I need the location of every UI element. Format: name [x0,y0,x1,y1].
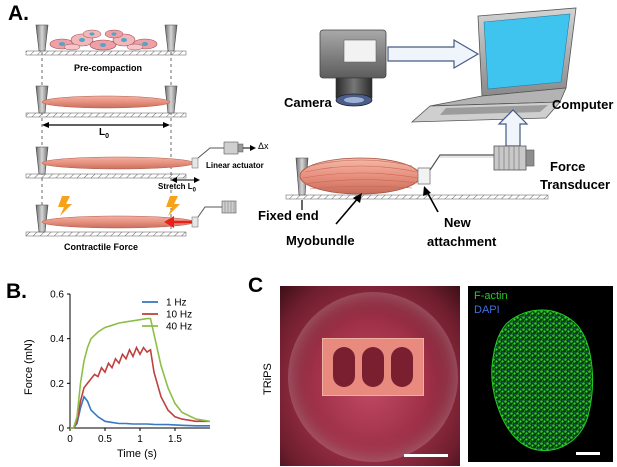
scale-bar-stain [576,452,600,455]
step-pre-compaction [25,24,187,56]
chart-axes: 0 0.5 1 1.5 0 0.2 0.4 0.6 [50,290,210,445]
trips-window-2 [362,347,384,387]
x-tick-label: 0.5 [98,434,112,445]
label-myobundle: Myobundle [286,233,355,248]
lightning-icon-right [166,196,180,216]
label-dapi: DAPI [474,304,500,316]
label-linear-actuator: Linear actuator [206,161,264,170]
attachment-pointer-arrow [423,186,439,213]
panel-b-letter: B. [6,280,27,303]
camera-icon [319,29,387,107]
trips-photo [280,286,460,466]
x-tick-label: 0 [67,434,73,445]
y-tick-label: 0.4 [50,334,64,345]
y-tick-label: 0.6 [50,290,64,301]
label-force-transducer-1: Force [550,159,586,174]
computer-icon [410,7,577,123]
linear-actuator-icon [223,141,256,155]
scale-bar-trips [404,454,448,457]
trips-frame [322,338,424,396]
series-line-1-hz [70,395,210,429]
trips-window-3 [391,347,413,387]
label-new-attachment-2: attachment [427,234,497,249]
label-trips: TRiPS [262,363,274,395]
step-contractile-force [25,196,237,237]
panel-a-letter: A. [8,2,29,25]
legend-label: 1 Hz [166,298,187,309]
label-stretch-sub: 0 [192,187,197,194]
seeded-cells-icon [49,29,158,51]
label-stretch: Stretch L0 [158,182,196,194]
chart-series-lines [70,317,211,429]
y-tick-label: 0.2 [50,379,64,390]
force-transducer-icon [493,145,535,171]
chart-xlabel: Time (s) [117,448,157,460]
label-l0-sub: 0 [105,133,110,140]
series-line-40-hz [70,317,211,429]
x-tick-label: 1 [137,434,143,445]
transducer-to-computer-arrow [497,109,529,147]
label-pre-compaction: Pre-compaction [74,63,143,73]
myobundle-pointer-arrow [335,193,362,225]
legend-label: 40 Hz [166,322,192,333]
camera-to-computer-arrow [387,38,480,70]
label-l0-main: L [99,127,106,138]
series-line-10-hz [70,345,210,429]
label-computer: Computer [552,97,614,112]
force-transducer-small-icon [221,200,237,214]
lightning-icon-left [58,196,72,216]
myobundle-stain [491,309,594,451]
x-tick-label: 1.5 [168,434,182,445]
chart-ylabel: Force (mN) [23,339,35,395]
label-fixed-end: Fixed end [258,208,319,223]
step-stretch [25,141,256,183]
y-tick-label: 0 [58,424,64,435]
label-force-transducer-2: Transducer [540,177,611,192]
label-stretch-main: Stretch L [158,182,193,191]
label-camera: Camera [284,95,332,110]
red-arrow-icon [164,216,174,228]
label-l0: L0 [99,127,109,140]
factin-dapi-image [468,286,613,462]
label-contractile-force: Contractile Force [64,242,139,252]
panel-c-letter: C [248,274,264,297]
legend-label: 10 Hz [166,310,192,321]
label-new-attachment-1: New [444,215,471,230]
label-factin: F-actin [474,290,508,302]
trips-window-1 [333,347,355,387]
myobundle-large [299,157,421,195]
step-compacted-bundle [25,85,187,128]
label-delta-x: Δx [258,141,269,151]
